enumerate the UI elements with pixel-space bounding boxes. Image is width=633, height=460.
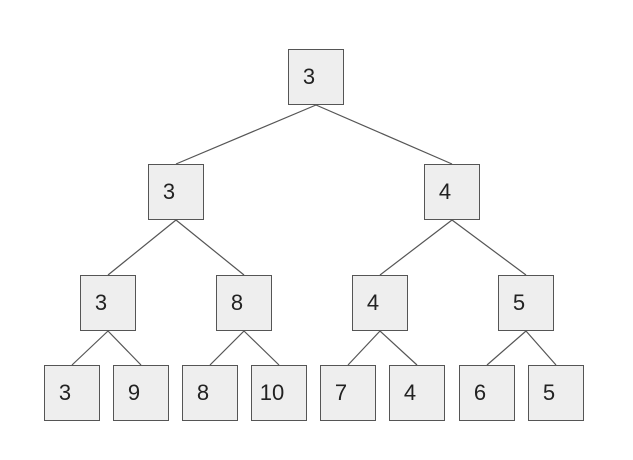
tree-node-rl: 4 <box>352 275 408 331</box>
node-value: 3 <box>58 380 72 405</box>
tree-node-llr: 9 <box>113 365 169 421</box>
node-value: 4 <box>438 179 452 204</box>
tree-node-root: 3 <box>288 49 344 105</box>
tree-node-rlr: 4 <box>389 365 445 421</box>
tree-edge-lr-lrr <box>243 330 280 366</box>
tree-edge-rl-rlr <box>379 330 418 366</box>
tree-edge-rl-rll <box>347 330 381 366</box>
tree-node-rll: 7 <box>320 365 376 421</box>
node-value: 10 <box>259 380 285 405</box>
tree-edge-root-right <box>315 104 453 165</box>
tree-node-l: 3 <box>148 164 204 220</box>
node-value: 4 <box>366 290 380 315</box>
node-value: 3 <box>302 64 316 89</box>
node-value: 5 <box>542 380 556 405</box>
tree-edge-r-rr <box>451 219 527 276</box>
node-value: 8 <box>230 290 244 315</box>
tree-node-lll: 3 <box>44 365 100 421</box>
tree-node-rrr: 5 <box>528 365 584 421</box>
tree-node-rr: 5 <box>498 275 554 331</box>
tree-node-lrr: 10 <box>251 365 307 421</box>
node-value: 3 <box>94 290 108 315</box>
node-value: 7 <box>334 380 348 405</box>
tree-edge-l-lr <box>175 219 245 276</box>
node-value: 5 <box>512 290 526 315</box>
tree-node-ll: 3 <box>80 275 136 331</box>
node-value: 8 <box>196 380 210 405</box>
tree-node-rrl: 6 <box>459 365 515 421</box>
node-value: 6 <box>473 380 487 405</box>
tree-node-lrl: 8 <box>182 365 238 421</box>
tree-edge-r-rl <box>379 219 453 276</box>
tree-node-r: 4 <box>424 164 480 220</box>
tree-edge-lr-lrl <box>209 330 245 366</box>
tree-edge-ll-llr <box>107 330 142 366</box>
tree-node-lr: 8 <box>216 275 272 331</box>
tree-edge-rr-rrr <box>525 330 557 366</box>
node-value: 3 <box>162 179 176 204</box>
tree-edge-l-ll <box>107 219 177 276</box>
tree-edge-ll-lll <box>71 330 109 366</box>
tree-edge-root-left <box>175 104 317 165</box>
node-value: 4 <box>403 380 417 405</box>
node-value: 9 <box>127 380 141 405</box>
tree-edge-rr-rrl <box>486 330 527 366</box>
